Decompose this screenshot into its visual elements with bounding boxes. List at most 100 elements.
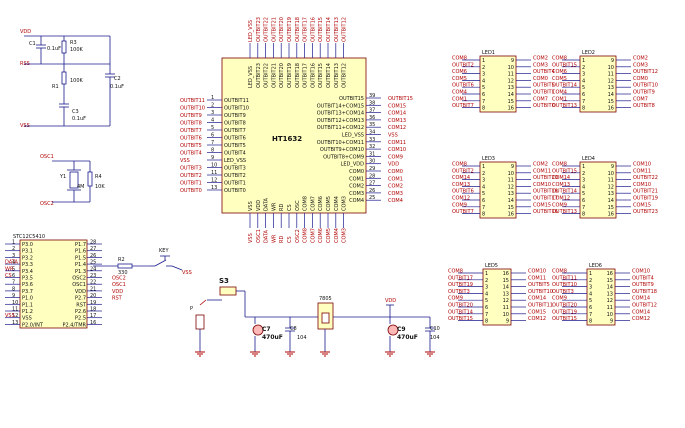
led-right-pin-number: 9 — [611, 164, 614, 170]
ht-left-pin-number: 4 — [211, 118, 214, 124]
led-left-net: OUTBIT3 — [448, 289, 470, 295]
mcu-left-pin-number: 13 — [12, 320, 18, 326]
mcu-left-pin-name: P3.2 — [22, 255, 33, 261]
mcu-left-pin-name: P2.0/INT — [22, 322, 44, 328]
ht-bottom-net-label: COM4 — [334, 228, 340, 243]
led-left-net: OUTBIT7 — [452, 209, 474, 215]
led-left-pin-number: 7 — [582, 205, 585, 211]
ht-right-pin-name: OUTBIT9+COM10 — [320, 147, 364, 153]
led-left-pin-number: 6 — [485, 305, 488, 311]
mcu-left-pin-name: P1.1 — [22, 302, 33, 308]
ht-top-pin-name: OUTBIT19 — [287, 63, 293, 88]
c9-label: C9 — [397, 326, 406, 333]
ht-left-pin-number: 5 — [211, 125, 214, 131]
led-right-pin-number: 14 — [508, 92, 514, 98]
ht-bottom-net-label: COM7 — [310, 228, 316, 243]
led-name: LED1 — [482, 50, 495, 56]
led-right-pin-number: 11 — [608, 72, 614, 78]
led-left-pin-number: 6 — [589, 305, 592, 311]
c2-value: 0.1uF — [110, 84, 124, 90]
vdd-out-label: VDD — [385, 298, 396, 304]
ht-left-net-label: OUTBIT9 — [180, 113, 202, 119]
led-right-net: COM15 — [633, 202, 651, 208]
mcu-left-pin-name: P3.3 — [22, 262, 33, 268]
led-right-net: OUTBIT8 — [633, 103, 655, 109]
svg-text:Y1: Y1 — [59, 174, 66, 180]
ht-right-pin-number: 29 — [369, 166, 375, 172]
led-right-net: COM0 — [533, 76, 548, 82]
ht-top-net-label: OUTBIT16 — [310, 17, 316, 42]
r1-label: R1 — [52, 84, 59, 90]
ht-top-net-label: OUTBIT19 — [287, 17, 293, 42]
vdd-net-label: VDD — [20, 29, 31, 35]
ht-right-pin-name: COM3 — [349, 191, 364, 197]
led-right-net: OUTBIT20 — [533, 175, 558, 181]
ht-bottom-pin-name: VDD — [256, 200, 262, 211]
led-right-net: COM7 — [533, 96, 548, 102]
led-right-net: COM2 — [533, 162, 548, 168]
led-left-pin-number: 4 — [582, 78, 585, 84]
led-left-pin-number: 2 — [482, 171, 485, 177]
mcu-right-pin-name: P1.4 — [75, 262, 86, 268]
led-body — [479, 55, 517, 113]
ht-bottom-pin-name: VSS — [248, 201, 254, 211]
led-right-net: OUTBIT16 — [533, 209, 558, 215]
ht-left-pin-name: LED_VSS — [224, 158, 246, 164]
mcu-left-net: DATA — [5, 260, 18, 266]
c8-label: C8 — [290, 326, 297, 332]
mcu-right-pin-number: 20 — [90, 293, 96, 299]
mcu-left-pin-number: 11 — [12, 307, 18, 313]
led-left-pin-number: 6 — [482, 198, 485, 204]
led-right-net: COM10 — [632, 269, 650, 275]
led-right-pin-number: 15 — [607, 278, 613, 284]
mcu-left-pin-number: 4 — [12, 260, 15, 266]
c7-value: 470uF — [262, 334, 283, 341]
c9-value: 470uF — [397, 334, 418, 341]
ht-top-net-label: OUTBIT22 — [264, 17, 270, 42]
led-right-pin-number: 11 — [608, 178, 614, 184]
ht-top-pin-name: OUTBIT14 — [326, 63, 332, 88]
led-left-net: OUTBIT7 — [452, 103, 474, 109]
mcu-left-pin-name: P1.0 — [22, 296, 33, 302]
led-right-net: COM10 — [633, 162, 651, 168]
led-left-net: COM9 — [552, 202, 567, 208]
mcu-left-pin-number: 2 — [12, 246, 15, 252]
led-left-net: COM12 — [552, 196, 570, 202]
mcu-right-pin-number: 23 — [90, 273, 96, 279]
p-label: P — [190, 306, 193, 312]
mcu-right-pin-number: 22 — [90, 280, 96, 286]
led-right-net: COM3 — [533, 62, 548, 68]
led-right-net: OUTBIT5 — [528, 282, 550, 288]
led-right-pin-number: 13 — [503, 291, 509, 297]
ht-bottom-net-label: CS — [287, 236, 293, 243]
ht-right-pin-number: 34 — [369, 130, 375, 136]
led-left-net: OUTBIT13 — [552, 209, 577, 215]
ht-right-net-label: COM0 — [388, 169, 403, 175]
led-right-net: OUTBIT21 — [633, 189, 658, 195]
r4-value: 10K — [95, 184, 105, 190]
ht-right-pin-number: 31 — [369, 151, 375, 157]
led-right-net: COM2 — [533, 56, 548, 62]
ht-bottom-pin-name: COM6 — [318, 196, 324, 211]
ht-top-pin-name: OUTBIT22 — [264, 63, 270, 88]
mcu-right-pin-name: OSC1 — [72, 282, 86, 288]
ht-left-pin-name: OUTBIT0 — [224, 188, 246, 194]
led-left-net: COM6 — [452, 69, 467, 75]
led-left-pin-number: 8 — [582, 106, 585, 112]
ht-right-net-label: COM15 — [388, 103, 406, 109]
led-left-pin-number: 4 — [482, 184, 485, 190]
led-right-pin-number: 16 — [607, 271, 613, 277]
r2-label: R2 — [118, 257, 125, 263]
led-left-pin-number: 4 — [485, 291, 488, 297]
led-left-pin-number: 4 — [582, 184, 585, 190]
led-right-pin-number: 12 — [508, 184, 514, 190]
c10-label: C10 — [430, 326, 440, 332]
led-name: LED3 — [482, 156, 495, 162]
led-left-pin-number: 8 — [482, 106, 485, 112]
led-right-net: COM3 — [633, 62, 648, 68]
led-right-pin-number: 12 — [608, 184, 614, 190]
ht1632-chip: HT1632 OUTBIT111OUTBIT11OUTBIT102OUTBIT1… — [180, 17, 413, 243]
ht-top-pin-name: OUTBIT16 — [310, 63, 316, 88]
